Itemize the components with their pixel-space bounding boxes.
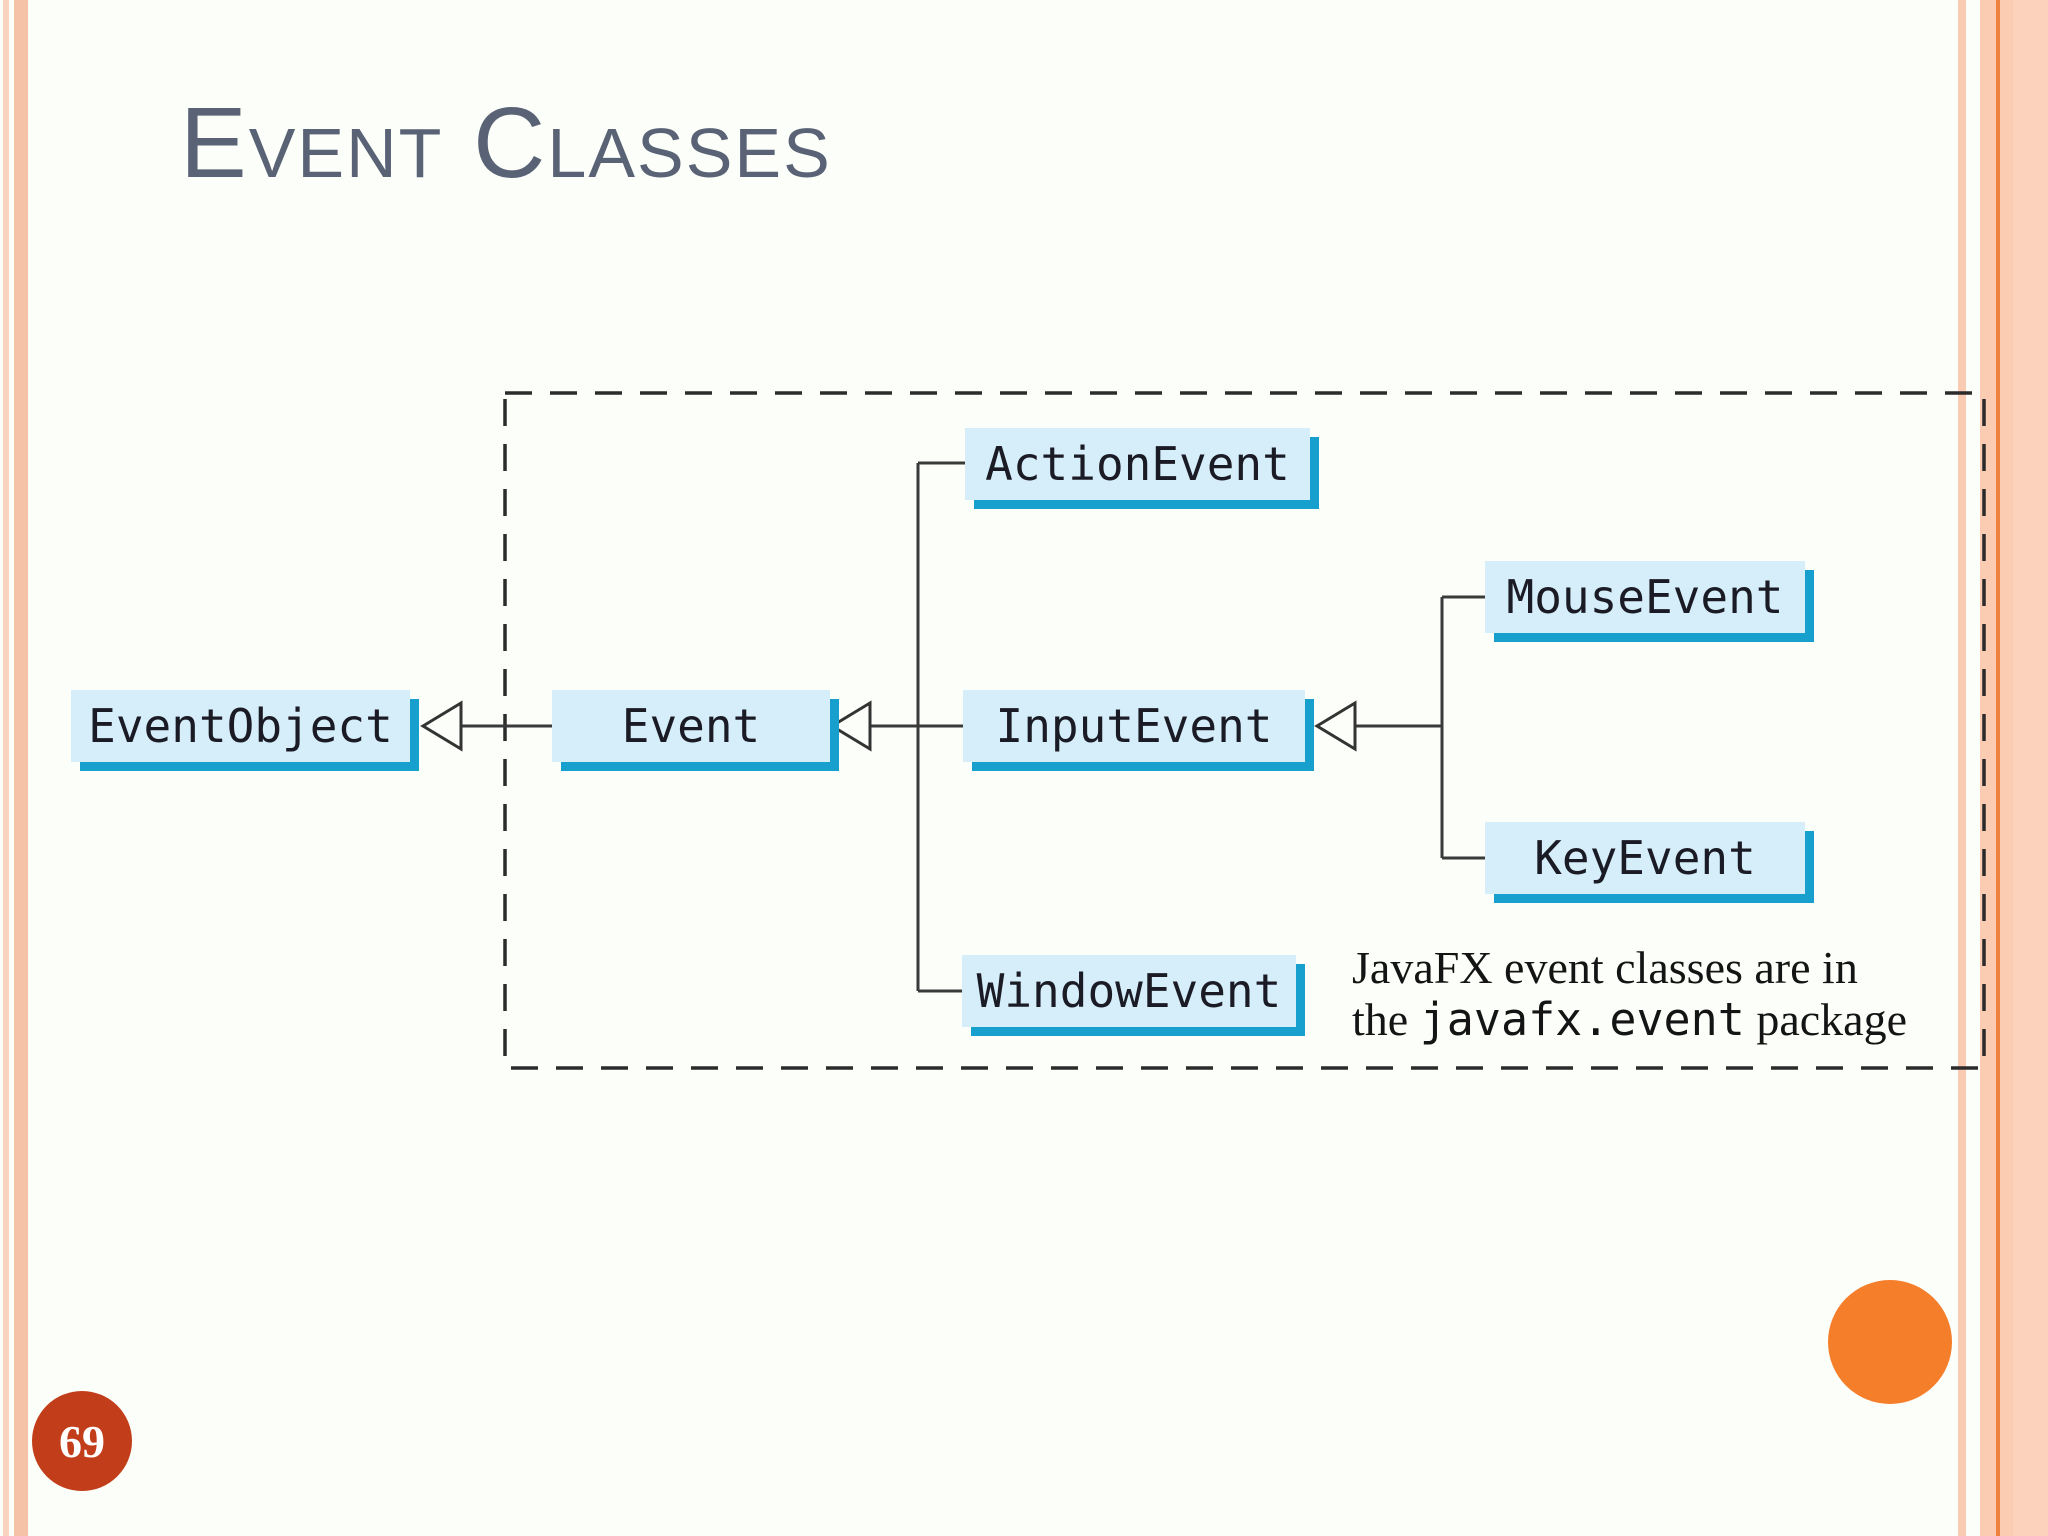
class-label-event: Event	[621, 699, 761, 753]
class-box-event: Event	[552, 690, 830, 762]
package-note-line2: the javafx.event package	[1352, 994, 2012, 1046]
class-box-inputevent: InputEvent	[963, 690, 1305, 762]
package-note-code: javafx.event	[1419, 992, 1745, 1046]
left-border-stripe-thin	[3, 0, 9, 1536]
package-note-suffix: package	[1744, 993, 1907, 1045]
page-number: 69	[59, 1415, 105, 1467]
class-box-windowevent: WindowEvent	[962, 955, 1296, 1027]
page-number-badge: 69	[32, 1391, 132, 1491]
class-box-actionevent: ActionEvent	[965, 428, 1310, 500]
class-box-mouseevent: MouseEvent	[1485, 561, 1805, 633]
class-box-eventobject: EventObject	[71, 690, 410, 762]
class-label-inputevent: InputEvent	[995, 699, 1273, 753]
class-label-actionevent: ActionEvent	[985, 437, 1290, 491]
class-label-windowevent: WindowEvent	[976, 964, 1282, 1018]
package-note-line1: JavaFX event classes are in	[1352, 942, 1858, 993]
page-title: Event Classes	[180, 87, 832, 199]
class-box-keyevent: KeyEvent	[1485, 822, 1805, 894]
corner-accent-circle	[1828, 1280, 1952, 1404]
right-border-stripe-thin	[1958, 0, 1966, 1536]
class-label-eventobject: EventObject	[88, 699, 393, 753]
right-border-accent-line	[1996, 0, 2000, 1536]
left-border-stripe-wide	[14, 0, 28, 1536]
right-border-band-inner	[2013, 0, 2048, 1536]
package-note-prefix: the	[1352, 993, 1420, 1045]
inheritance-arrow-event	[829, 700, 872, 752]
class-label-keyevent: KeyEvent	[1534, 831, 1756, 885]
dashed-group-frame	[503, 391, 1986, 1070]
inheritance-arrow-inputevent	[1314, 700, 1357, 752]
package-note: JavaFX event classes are in the javafx.e…	[1352, 942, 2012, 1045]
class-label-mouseevent: MouseEvent	[1506, 570, 1784, 624]
inheritance-arrow-eventobject	[420, 700, 463, 752]
